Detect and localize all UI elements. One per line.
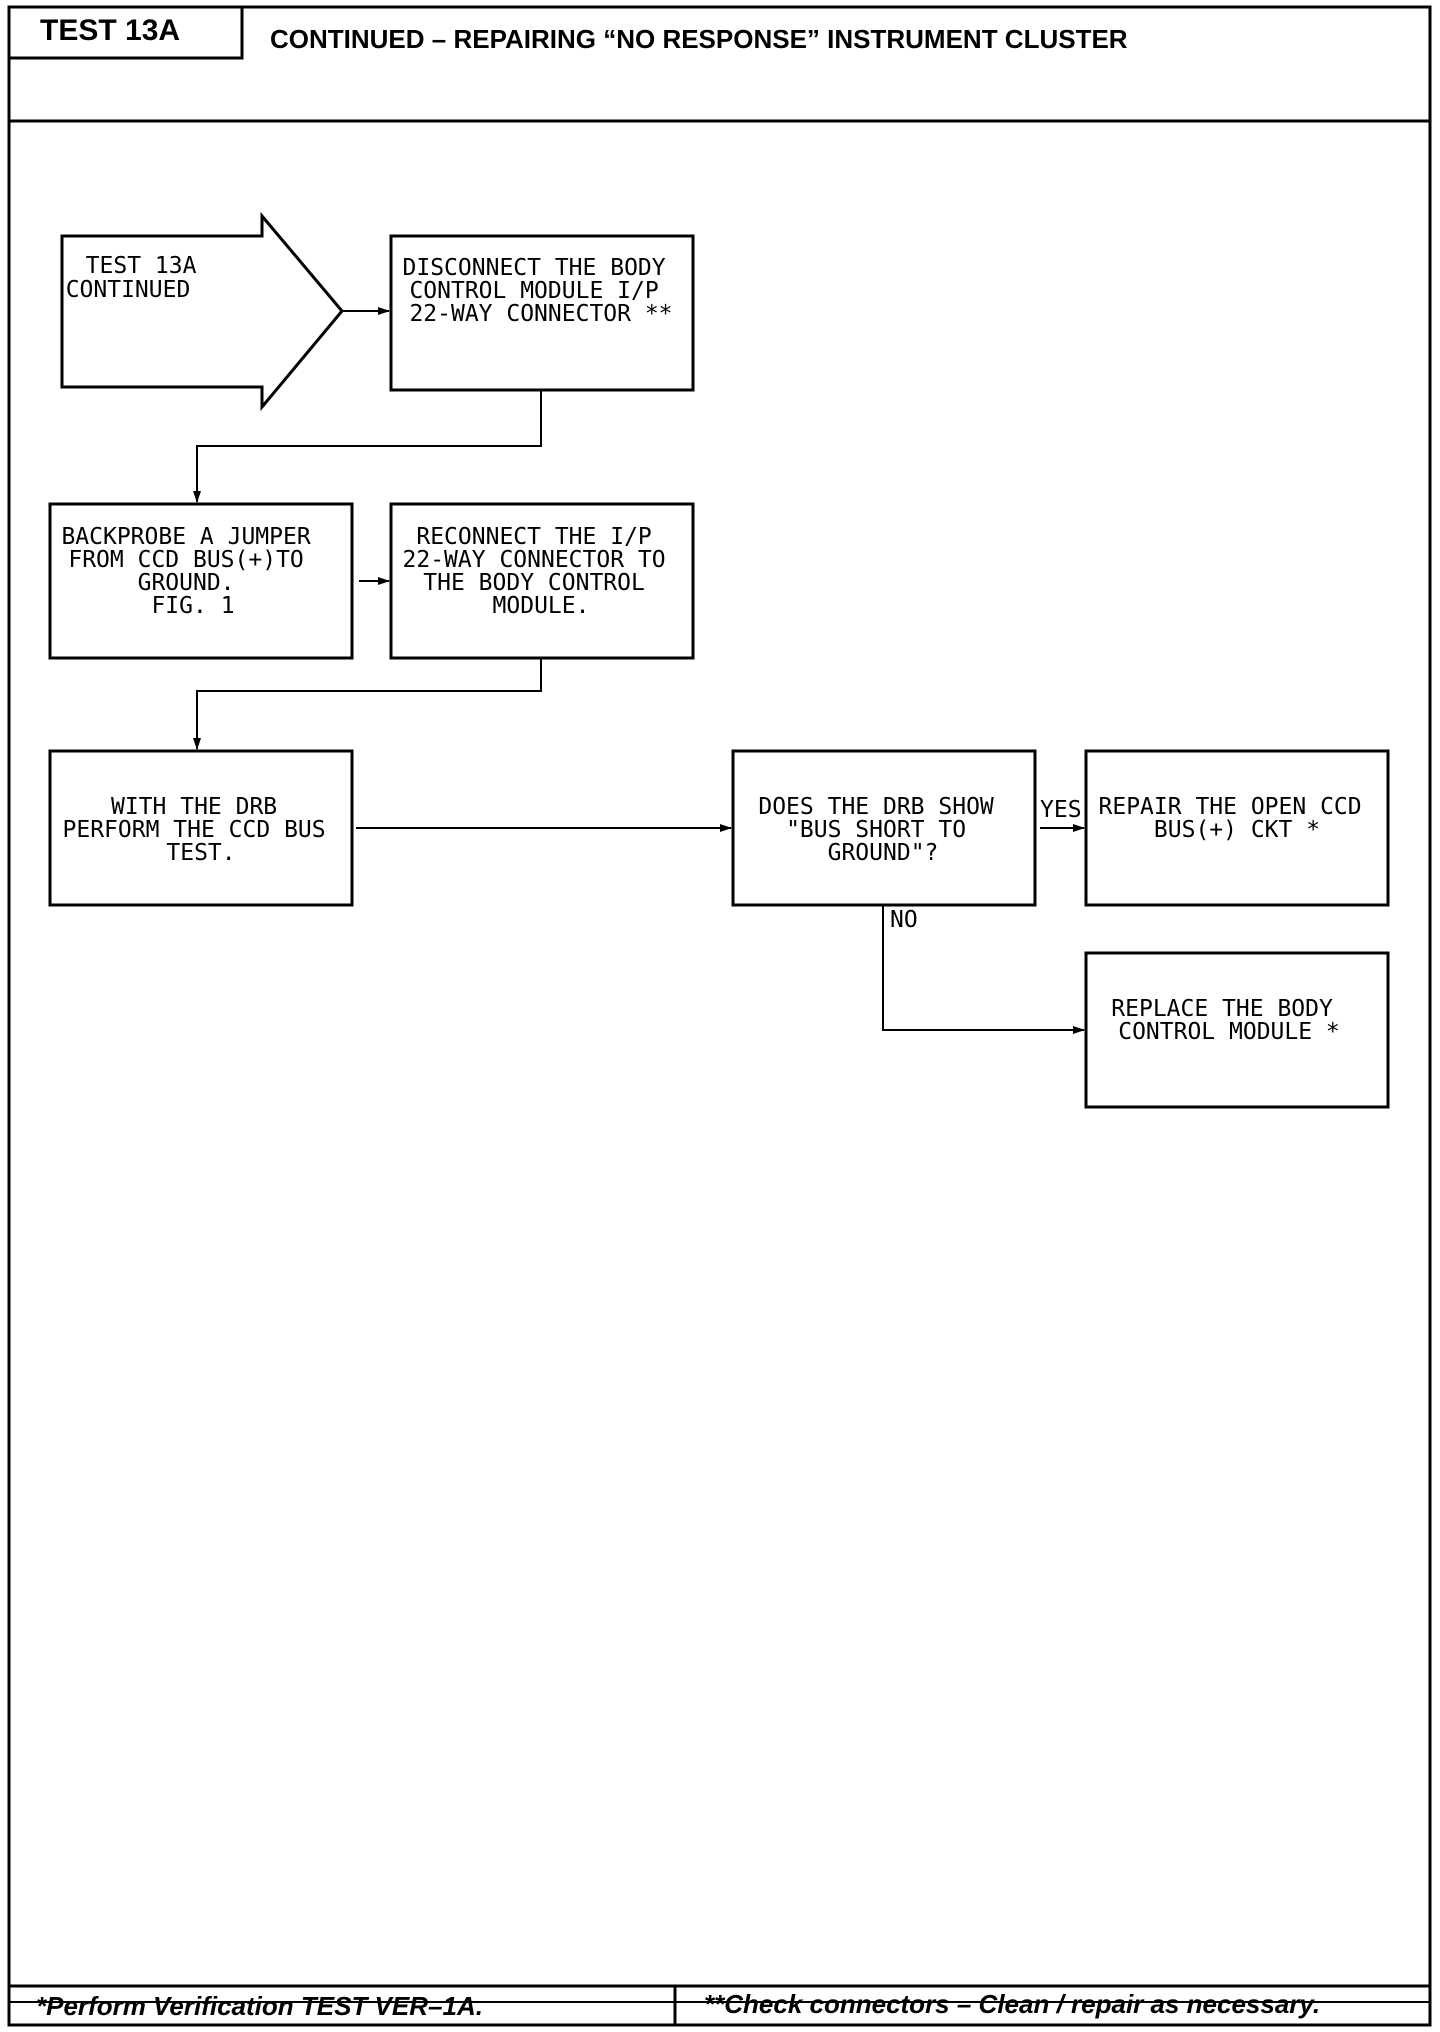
- box-result-no-text: REPLACE THE BODY CONTROL MODULE *: [1111, 996, 1346, 1045]
- box-disconnect-text: DISCONNECT THE BODY CONTROL MODULE I/P 2…: [403, 255, 680, 327]
- connector-reconnect-to-drb-test: [193, 658, 542, 750]
- flowchart: TEST 13A CONTINUED DISCONNECT THE BODY C…: [48, 211, 1390, 1109]
- box-drb-test: [48, 749, 354, 907]
- box-disconnect: [389, 234, 695, 392]
- box-drb-test-text: WITH THE DRB PERFORM THE CCD BUS TEST.: [63, 794, 340, 866]
- box-backprobe: [48, 502, 354, 660]
- yes-label: YES: [1040, 797, 1082, 823]
- box-reconnect: [389, 502, 695, 660]
- page-title: CONTINUED – REPAIRING “NO RESPONSE” INST…: [270, 24, 1128, 54]
- box-result-no: [1084, 951, 1390, 1109]
- box-result-yes-text: REPAIR THE OPEN CCD BUS(+) CKT *: [1099, 794, 1376, 843]
- footer-left-note: *Perform Verification TEST VER–1A.: [36, 1991, 483, 2021]
- box-decision-text: DOES THE DRB SHOW "BUS SHORT TO GROUND"?: [758, 794, 1007, 866]
- box-backprobe-text: BACKPROBE A JUMPER FROM CCD BUS(+)TO GRO…: [61, 524, 324, 619]
- box-result-yes: [1084, 749, 1390, 907]
- no-label: NO: [890, 907, 918, 933]
- connector-disconnect-to-backprobe: [193, 390, 542, 503]
- box-decision: [731, 749, 1037, 907]
- start-arrow-shape: [60, 211, 344, 412]
- footer-right-note: **Check connectors – Clean / repair as n…: [704, 1989, 1321, 2019]
- test-id: TEST 13A: [40, 14, 181, 47]
- connector-decision-no: [882, 905, 1085, 1034]
- start-label: TEST 13A CONTINUED: [66, 253, 211, 303]
- box-reconnect-text: RECONNECT THE I/P 22-WAY CONNECTOR TO TH…: [403, 524, 680, 619]
